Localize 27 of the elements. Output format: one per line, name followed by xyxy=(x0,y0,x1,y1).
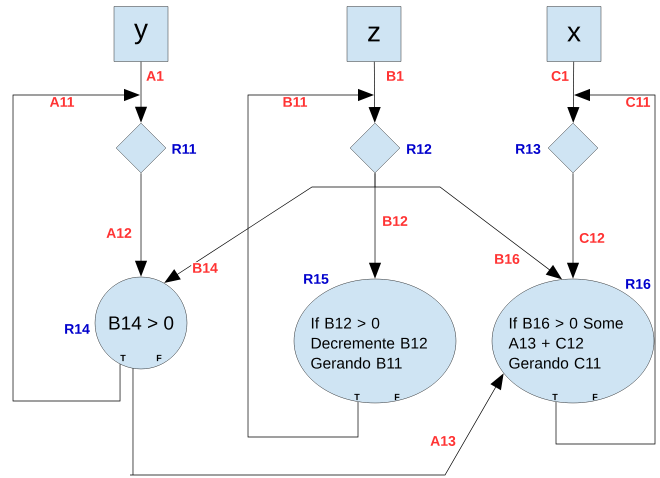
edge-label: B1 xyxy=(385,70,405,82)
edge-label: A11 xyxy=(48,96,76,108)
branch-label: F xyxy=(156,354,162,362)
branch-label: F xyxy=(394,394,400,400)
branch-label: T xyxy=(552,394,558,400)
edge-label: C12 xyxy=(578,232,606,244)
input-box: y xyxy=(114,6,168,62)
edge-label: B16 xyxy=(493,253,521,265)
edge-label: C1 xyxy=(550,70,570,82)
rule-label: R14 xyxy=(65,324,90,334)
edge-label: B11 xyxy=(282,96,308,108)
edge-label: A1 xyxy=(145,70,165,82)
edge-label: C11 xyxy=(624,96,652,108)
rule-label: R11 xyxy=(172,144,196,154)
rule-label: R12 xyxy=(407,144,432,154)
rule-label: R16 xyxy=(626,279,650,289)
edge-label: B14 xyxy=(191,262,219,274)
branch-label: T xyxy=(120,354,126,362)
rule-label: R13 xyxy=(516,144,540,154)
rule-label: R15 xyxy=(304,274,328,284)
edge-label: A12 xyxy=(105,227,133,239)
edge-label: B12 xyxy=(381,215,409,227)
branch-label: T xyxy=(354,394,360,400)
input-box: x xyxy=(546,6,602,62)
input-box: z xyxy=(346,6,402,62)
branch-label: F xyxy=(592,394,598,400)
edge-label: A13 xyxy=(429,435,457,447)
